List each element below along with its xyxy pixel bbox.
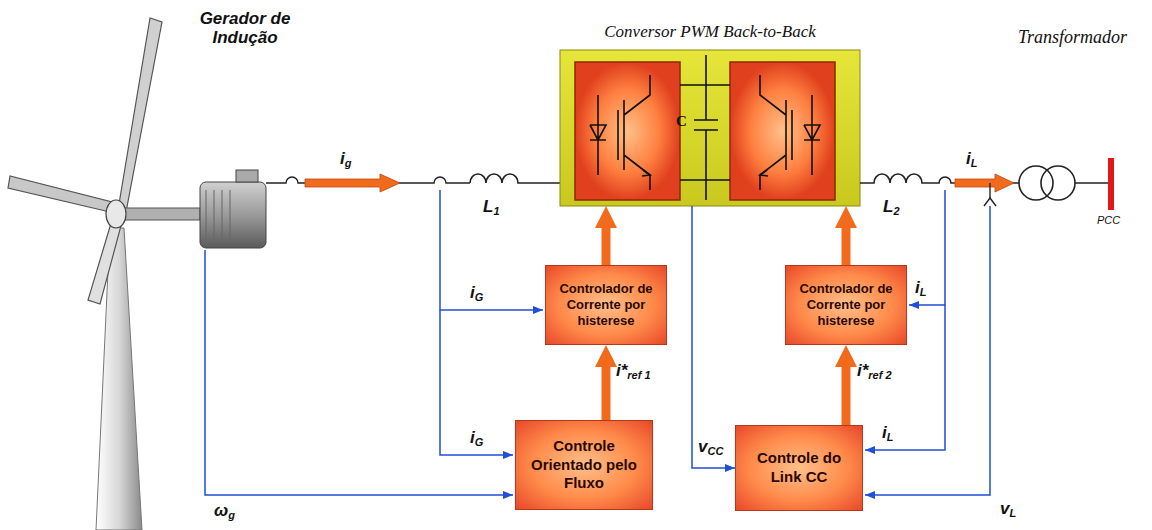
signal-arrow bbox=[602, 359, 611, 420]
controller-box: Controle do Link CC bbox=[735, 425, 863, 511]
converter-box: Conversor PWM Back-to-Back bbox=[560, 50, 860, 206]
component-name: Transformador bbox=[1018, 28, 1127, 48]
signal-arrow bbox=[842, 359, 851, 425]
controller-box: Controle Orientado pelo Fluxo bbox=[515, 420, 653, 510]
controller-label: Controle do Link CC bbox=[742, 449, 856, 487]
capacitor-name: C bbox=[676, 113, 687, 130]
signal-name: iL bbox=[966, 150, 977, 169]
controller-label: Controle Orientado pelo Fluxo bbox=[522, 437, 646, 493]
signal-arrow bbox=[602, 220, 611, 265]
inductor-name: L1 bbox=[483, 198, 500, 217]
edge-label: vCC bbox=[698, 438, 723, 457]
signal-name: ig bbox=[340, 150, 351, 169]
signal-name: ωg bbox=[214, 502, 235, 521]
controller-label: Controlador de Corrente por histerese bbox=[552, 281, 660, 330]
controller-box: Controlador de Corrente por histerese bbox=[545, 265, 667, 345]
signal-arrow bbox=[842, 220, 851, 265]
signal-name: vL bbox=[1000, 500, 1016, 519]
edge-label: i*ref 1 bbox=[616, 362, 651, 381]
controller-box: Controlador de Corrente por histerese bbox=[785, 265, 907, 345]
signal-name: iL bbox=[915, 279, 926, 298]
signal-name: iG bbox=[470, 429, 483, 448]
signal-name: iL bbox=[882, 424, 893, 443]
converter-title: Conversor PWM Back-to-Back bbox=[604, 22, 815, 42]
signal-arrow bbox=[692, 206, 735, 468]
bus-name: PCC bbox=[1097, 214, 1120, 226]
inductor-name: L2 bbox=[883, 198, 900, 217]
component-name: Gerador de Indução bbox=[180, 10, 310, 47]
edge-label: i*ref 2 bbox=[857, 362, 892, 381]
signal-name: iG bbox=[470, 284, 483, 303]
controller-label: Controlador de Corrente por histerese bbox=[792, 281, 900, 330]
